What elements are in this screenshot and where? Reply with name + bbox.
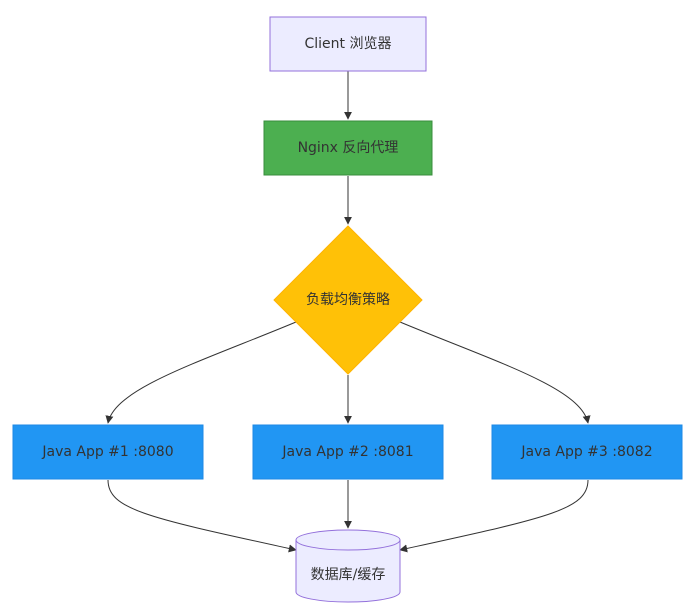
node-app2[interactable]: Java App #2 :8081 [252, 424, 444, 480]
node-database-label: 数据库/缓存 [311, 567, 386, 583]
node-app3-label: Java App #3 :8082 [520, 444, 652, 460]
node-app1-label: Java App #1 :8080 [41, 444, 173, 460]
edge-app1-to-db [107, 479, 297, 553]
node-app1[interactable]: Java App #1 :8080 [12, 424, 204, 480]
edge-lb-to-app3 [399, 321, 591, 424]
node-database-body [295, 529, 401, 603]
node-load-balancer-shape [273, 225, 423, 375]
node-app3[interactable]: Java App #3 :8082 [491, 424, 683, 480]
node-database[interactable]: 数据库/缓存 [295, 529, 401, 603]
node-app3-shape [491, 424, 683, 480]
edge-app3-to-db [399, 479, 589, 553]
node-app1-shape [12, 424, 204, 480]
node-client[interactable]: Client 浏览器 [269, 16, 427, 72]
node-client-label: Client 浏览器 [305, 36, 392, 52]
node-load-balancer[interactable]: 负载均衡策略 [273, 225, 423, 375]
node-app2-shape [252, 424, 444, 480]
node-database-top-rim [295, 539, 401, 551]
edges-layer [105, 71, 591, 553]
node-app2-label: Java App #2 :8081 [281, 444, 413, 460]
node-client-shape [269, 16, 427, 72]
node-load-balancer-label: 负载均衡策略 [306, 291, 390, 308]
node-nginx[interactable]: Nginx 反向代理 [263, 120, 433, 176]
node-nginx-label: Nginx 反向代理 [298, 140, 399, 156]
node-nginx-shape [263, 120, 433, 176]
edge-lb-to-app1 [105, 321, 297, 424]
